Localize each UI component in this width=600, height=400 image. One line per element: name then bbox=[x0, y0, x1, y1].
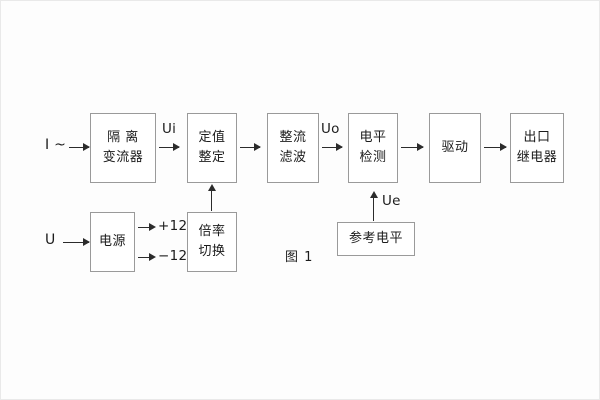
rail-line-positive bbox=[138, 227, 154, 228]
block-output-relay-line2: 继电器 bbox=[516, 150, 558, 165]
arrow-head-level-to-drive bbox=[417, 143, 424, 151]
arrow-line-uo bbox=[322, 147, 342, 148]
signal-label-uo: Uo bbox=[321, 121, 340, 137]
arrow-head-setting-to-rectify bbox=[254, 143, 261, 151]
block-multiplier-switch-line1: 倍率 bbox=[198, 223, 226, 239]
block-isolation-ct-line2: 变流器 bbox=[102, 150, 144, 165]
block-setting-line2: 整定 bbox=[198, 150, 226, 165]
block-level-detect[interactable]: 电平 检测 bbox=[348, 113, 398, 183]
arrow-line-drive-to-output bbox=[484, 147, 506, 148]
arrow-head-multiplier-to-setting bbox=[208, 184, 216, 191]
arrow-head-uo bbox=[336, 143, 343, 151]
block-multiplier-switch-line2: 切换 bbox=[198, 244, 226, 259]
figure-caption: 图 1 bbox=[285, 250, 314, 265]
rail-label-positive: +12V bbox=[158, 218, 197, 234]
arrow-head-reference-to-level bbox=[370, 191, 378, 198]
arrow-head-current-input bbox=[83, 143, 90, 151]
block-setting-line1: 定值 bbox=[198, 129, 226, 145]
input-label-voltage: U bbox=[45, 232, 56, 248]
block-drive-line1: 驱动 bbox=[441, 139, 469, 155]
rail-label-negative: −12V bbox=[158, 248, 197, 264]
arrow-line-setting-to-rectify bbox=[240, 147, 260, 148]
arrow-head-voltage-input bbox=[83, 238, 90, 246]
arrow-line-current-input bbox=[69, 147, 89, 148]
block-isolation-ct[interactable]: 隔 离 变流器 bbox=[90, 113, 156, 183]
block-rectify-filter-line2: 滤波 bbox=[279, 150, 307, 165]
block-reference-level[interactable]: 参考电平 bbox=[337, 222, 415, 256]
signal-label-ue: Ue bbox=[382, 193, 401, 209]
block-drive[interactable]: 驱动 bbox=[429, 113, 481, 183]
arrow-line-level-to-drive bbox=[401, 147, 423, 148]
arrow-line-multiplier-to-setting bbox=[211, 190, 212, 211]
signal-label-ui: Ui bbox=[162, 121, 177, 137]
block-output-relay-line1: 出口 bbox=[523, 129, 551, 145]
block-power-supply-line1: 电源 bbox=[98, 233, 126, 249]
block-multiplier-switch[interactable]: 倍率 切换 bbox=[187, 212, 237, 272]
rail-arrow-negative bbox=[149, 253, 156, 261]
arrow-line-reference-to-level bbox=[373, 197, 374, 221]
block-rectify-filter-line1: 整流 bbox=[279, 129, 307, 145]
arrow-line-ui bbox=[159, 147, 179, 148]
block-level-detect-line2: 检测 bbox=[359, 150, 387, 165]
input-label-current: I ~ bbox=[45, 137, 67, 153]
rail-arrow-positive bbox=[149, 223, 156, 231]
block-isolation-ct-line1: 隔 离 bbox=[107, 129, 139, 145]
block-setting[interactable]: 定值 整定 bbox=[187, 113, 237, 183]
block-level-detect-line1: 电平 bbox=[359, 129, 387, 145]
block-output-relay[interactable]: 出口 继电器 bbox=[510, 113, 564, 183]
rail-line-negative bbox=[138, 257, 154, 258]
block-power-supply[interactable]: 电源 bbox=[90, 212, 135, 272]
block-rectify-filter[interactable]: 整流 滤波 bbox=[267, 113, 319, 183]
block-reference-level-line1: 参考电平 bbox=[348, 230, 403, 246]
arrow-head-drive-to-output bbox=[500, 143, 507, 151]
arrow-head-ui bbox=[173, 143, 180, 151]
arrow-line-voltage-input bbox=[63, 242, 89, 243]
